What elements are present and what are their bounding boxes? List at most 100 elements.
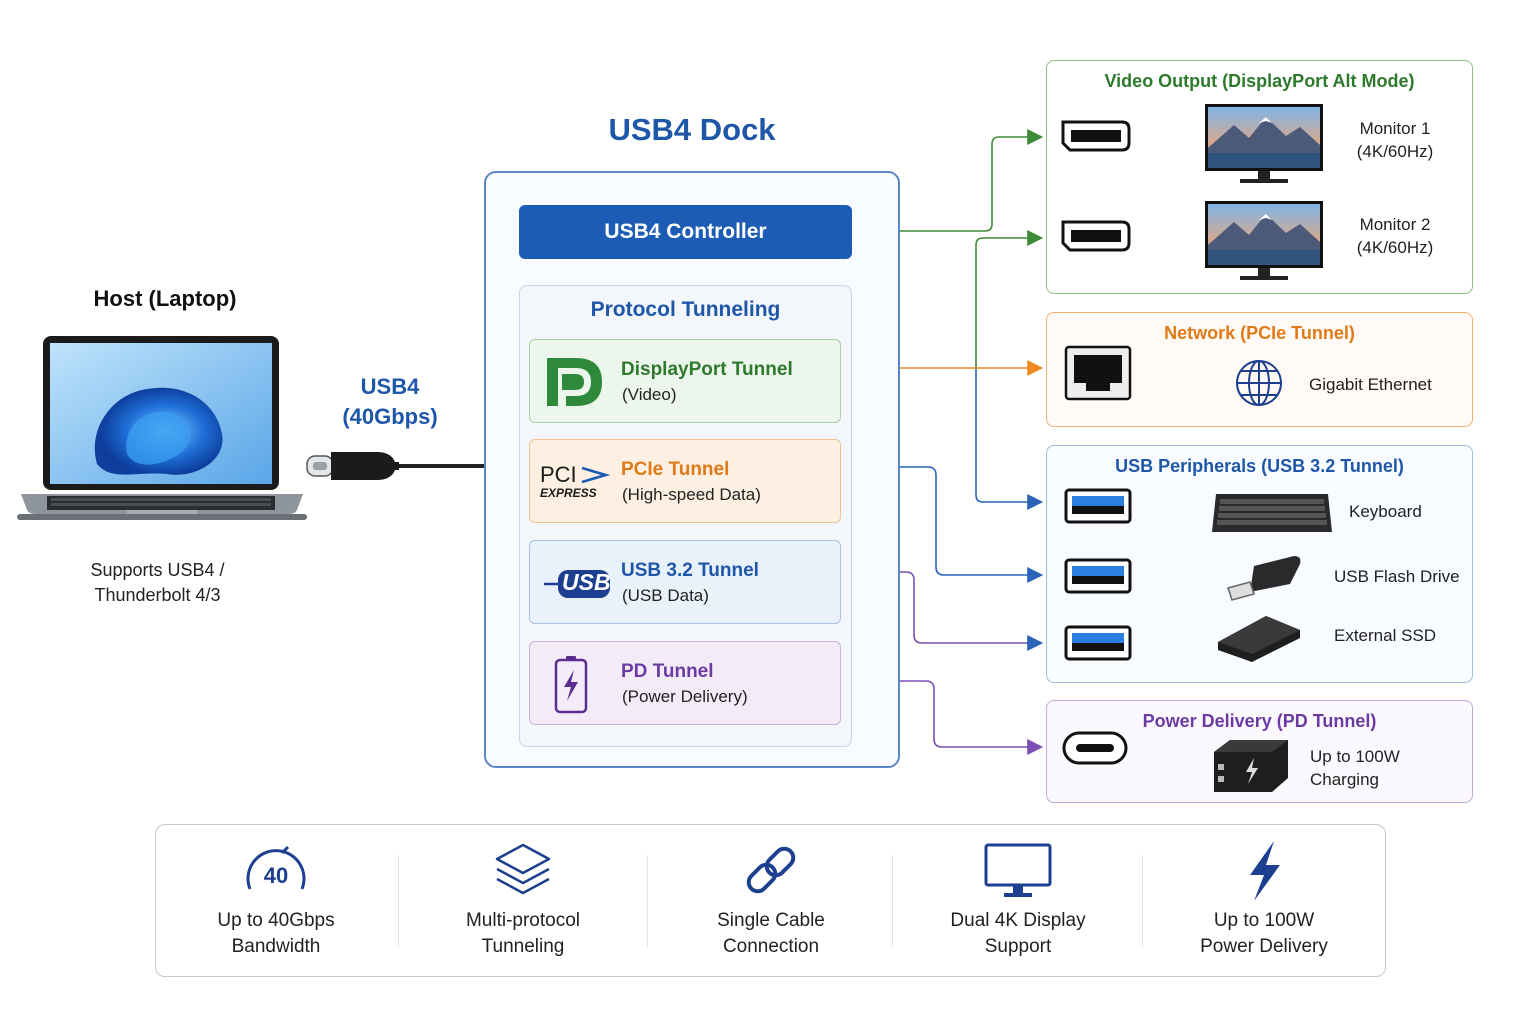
- protocol-tunneling-title: Protocol Tunneling: [590, 298, 781, 321]
- divider: [647, 855, 648, 947]
- line-controller-monitor1: [852, 129, 1044, 232]
- ethernet-port-icon: [1064, 345, 1132, 401]
- monitor1-line2: (4K/60Hz): [1356, 142, 1434, 161]
- laptop-icon: [17, 336, 307, 520]
- host-support-line2: Thunderbolt 4/3: [94, 585, 221, 605]
- pci-chevron-icon: [581, 466, 610, 484]
- host-support-line1: Supports USB4 /: [90, 560, 225, 580]
- displayport-port-icon: [1061, 220, 1131, 252]
- feature-line1: Up to 40Gbps: [217, 910, 335, 931]
- monitor2-line2: (4K/60Hz): [1356, 238, 1434, 257]
- tunnel-name: PD Tunnel: [621, 661, 714, 682]
- feature-line1: Multi-protocol: [465, 910, 581, 931]
- lightning-bolt-icon: [1250, 841, 1280, 901]
- monitor1-label: Monitor 1 (4K/60Hz): [1340, 117, 1450, 163]
- line-dp-keyboard: [975, 368, 1044, 510]
- power-line2: Charging: [1310, 770, 1379, 789]
- displayport-icon: [547, 358, 602, 406]
- feature-line2: Bandwidth: [231, 936, 321, 957]
- keyboard-icon: [1212, 494, 1332, 532]
- external-ssd-icon: [1218, 616, 1300, 662]
- tunnel-sub: (Power Delivery): [622, 687, 748, 706]
- globe-icon: [1236, 360, 1282, 406]
- panel-title: Video Output (DisplayPort Alt Mode): [1104, 71, 1415, 91]
- feature-dual-display: Dual 4K Display Support: [894, 825, 1142, 975]
- pci-text: PCI: [540, 462, 577, 487]
- feature-line1: Dual 4K Display: [950, 910, 1086, 931]
- tunnel-name: DisplayPort Tunnel: [621, 359, 793, 380]
- monitor-icon: [1205, 201, 1323, 280]
- external-ssd-label: External SSD: [1334, 626, 1437, 645]
- cable-label: USB4 (40Gbps): [320, 372, 460, 432]
- speedometer-text: 40: [263, 863, 289, 888]
- feature-line2: Support: [984, 936, 1052, 957]
- monitor1-line1: Monitor 1: [1359, 119, 1431, 138]
- tunnel-pd: PD Tunnel (Power Delivery): [529, 641, 841, 725]
- usb-icon: USB: [540, 553, 614, 613]
- usb4-controller: USB4 Controller: [519, 205, 852, 259]
- divider: [892, 855, 893, 947]
- monitor-icon: [984, 843, 1052, 897]
- ethernet-label: Gigabit Ethernet: [1309, 375, 1432, 394]
- usb-c-port-icon: [1062, 731, 1128, 765]
- feature-line1: Up to 100W: [1213, 910, 1315, 931]
- express-text: EXPRESS: [540, 486, 597, 500]
- host-support-text: Supports USB4 / Thunderbolt 4/3: [40, 558, 275, 608]
- panel-title: Power Delivery (PD Tunnel): [1142, 711, 1377, 731]
- feature-power: Up to 100W Power Delivery: [1144, 825, 1384, 975]
- usb-a-port-icon: [1064, 558, 1132, 594]
- features-bar: 40 Up to 40Gbps Bandwidth Multi-protocol…: [155, 824, 1386, 977]
- feature-line2: Power Delivery: [1200, 936, 1328, 957]
- feature-line2: Connection: [722, 936, 820, 957]
- dock-title: USB4 Dock: [608, 112, 776, 147]
- cable-label-line2: (40Gbps): [342, 404, 438, 429]
- feature-label: Up to 40Gbps Bandwidth: [156, 908, 396, 960]
- power-label: Up to 100W Charging: [1310, 745, 1400, 791]
- flash-drive-label: USB Flash Drive: [1334, 567, 1460, 586]
- feature-label: Single Cable Connection: [649, 908, 893, 960]
- line-usb-ssd: [841, 571, 1044, 651]
- charger-icon: [1214, 740, 1288, 792]
- feature-label: Multi-protocol Tunneling: [400, 908, 646, 960]
- usb-flash-drive-icon: [1227, 556, 1301, 601]
- power-line1: Up to 100W: [1310, 747, 1400, 766]
- layers-icon: [495, 843, 551, 895]
- feature-line1: Single Cable: [717, 910, 825, 931]
- feature-single-cable: Single Cable Connection: [649, 825, 893, 975]
- tunnel-sub: (USB Data): [622, 586, 709, 605]
- tunnel-sub: (High-speed Data): [622, 485, 761, 504]
- keyboard-label: Keyboard: [1349, 502, 1422, 521]
- monitor2-line1: Monitor 2: [1359, 215, 1431, 234]
- feature-bandwidth: 40 Up to 40Gbps Bandwidth: [156, 825, 396, 975]
- monitor2-label: Monitor 2 (4K/60Hz): [1340, 213, 1450, 259]
- feature-tunneling: Multi-protocol Tunneling: [400, 825, 646, 975]
- usb-c-plug-icon: [306, 452, 399, 480]
- usb-logo-text: USB: [562, 569, 611, 595]
- panel-title: USB Peripherals (USB 3.2 Tunnel): [1115, 456, 1404, 476]
- pci-express-icon: PCI EXPRESS: [540, 452, 614, 512]
- tunnel-pcie: PCI EXPRESS PCIe Tunnel (High-speed Data…: [529, 439, 841, 523]
- tunnel-usb: USB USB 3.2 Tunnel (USB Data): [529, 540, 841, 624]
- divider: [398, 855, 399, 947]
- host-title: Host (Laptop): [93, 286, 237, 311]
- feature-line2: Tunneling: [481, 936, 565, 957]
- feature-label: Dual 4K Display Support: [894, 908, 1142, 960]
- monitor-icon: [1205, 104, 1323, 183]
- usb-a-port-icon: [1064, 625, 1132, 661]
- line-dp-monitor2: [975, 230, 1044, 368]
- tunnel-name: USB 3.2 Tunnel: [621, 560, 759, 581]
- line-pd-power: [841, 680, 1044, 755]
- chain-link-icon: [746, 846, 796, 894]
- battery-bolt-icon: [554, 656, 588, 714]
- speedometer-icon: [246, 845, 306, 890]
- usb-a-port-icon: [1064, 488, 1132, 524]
- displayport-port-icon: [1061, 120, 1131, 152]
- cable-label-line1: USB4: [360, 374, 420, 399]
- divider: [1142, 855, 1143, 947]
- feature-label: Up to 100W Power Delivery: [1144, 908, 1384, 960]
- panel-title: Network (PCIe Tunnel): [1164, 323, 1355, 343]
- tunnel-sub: (Video): [622, 385, 677, 404]
- line-pcie-flash: [841, 466, 1044, 583]
- tunnel-displayport: DisplayPort Tunnel (Video): [529, 339, 841, 423]
- tunnel-name: PCIe Tunnel: [621, 459, 730, 480]
